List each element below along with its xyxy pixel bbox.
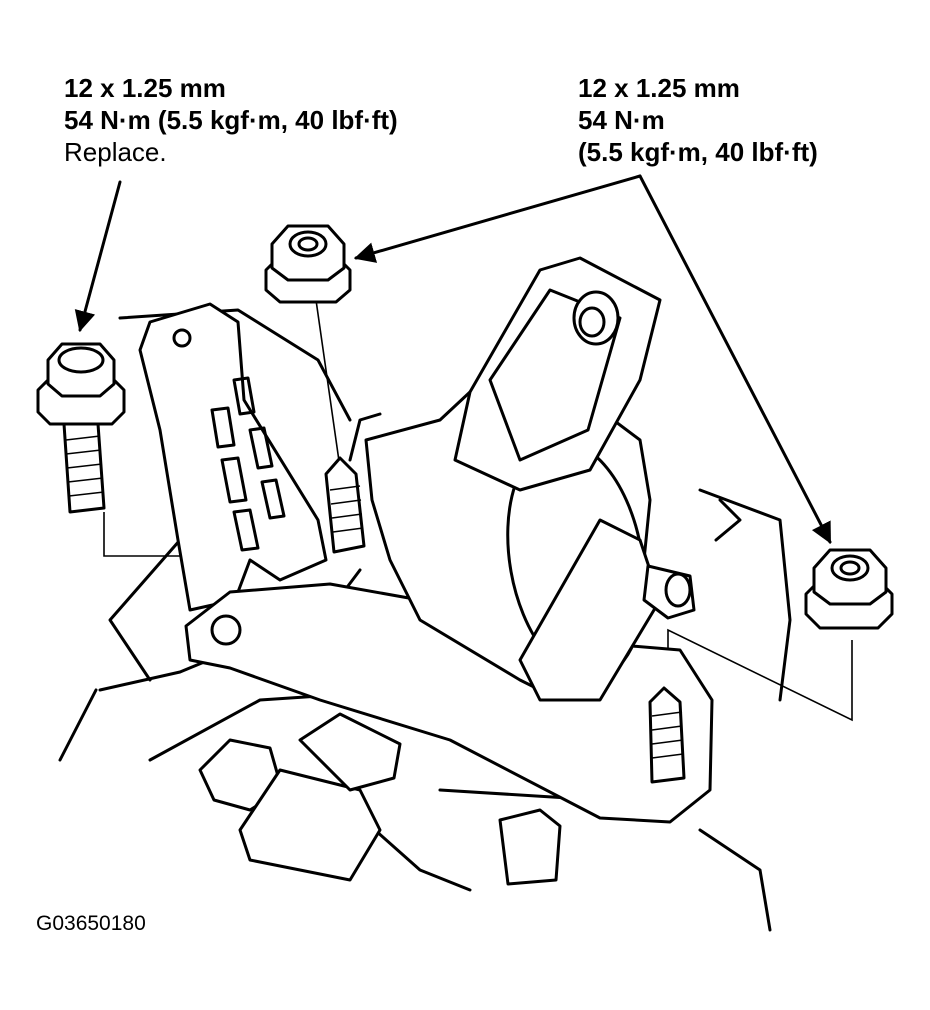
engine-mount-body — [348, 256, 696, 702]
callout-left-torque: 54 N·m (5.5 kgf·m, 40 lbf·ft) — [64, 105, 398, 135]
stud-left — [324, 456, 366, 554]
callout-right-torque-alt: (5.5 kgf·m, 40 lbf·ft) — [578, 137, 818, 167]
flange-bolt-icon — [36, 342, 126, 514]
leader-lines — [74, 174, 832, 544]
flange-nut-icon-right — [804, 548, 894, 630]
figure-id: G03650180 — [36, 912, 146, 935]
callout-left-size: 12 x 1.25 mm — [64, 73, 226, 103]
callout-right-torque: 54 N·m — [578, 105, 665, 135]
callout-right-size: 12 x 1.25 mm — [578, 73, 740, 103]
callout-right: 12 x 1.25 mm 54 N·m (5.5 kgf·m, 40 lbf·f… — [578, 72, 818, 168]
callout-left: 12 x 1.25 mm 54 N·m (5.5 kgf·m, 40 lbf·f… — [64, 72, 398, 168]
support-bracket — [138, 302, 328, 612]
flange-nut-icon — [264, 224, 352, 304]
stud-right — [648, 686, 686, 784]
hose-fitting — [198, 712, 562, 886]
mounting-studs — [324, 456, 686, 784]
callout-left-note: Replace. — [64, 137, 167, 167]
